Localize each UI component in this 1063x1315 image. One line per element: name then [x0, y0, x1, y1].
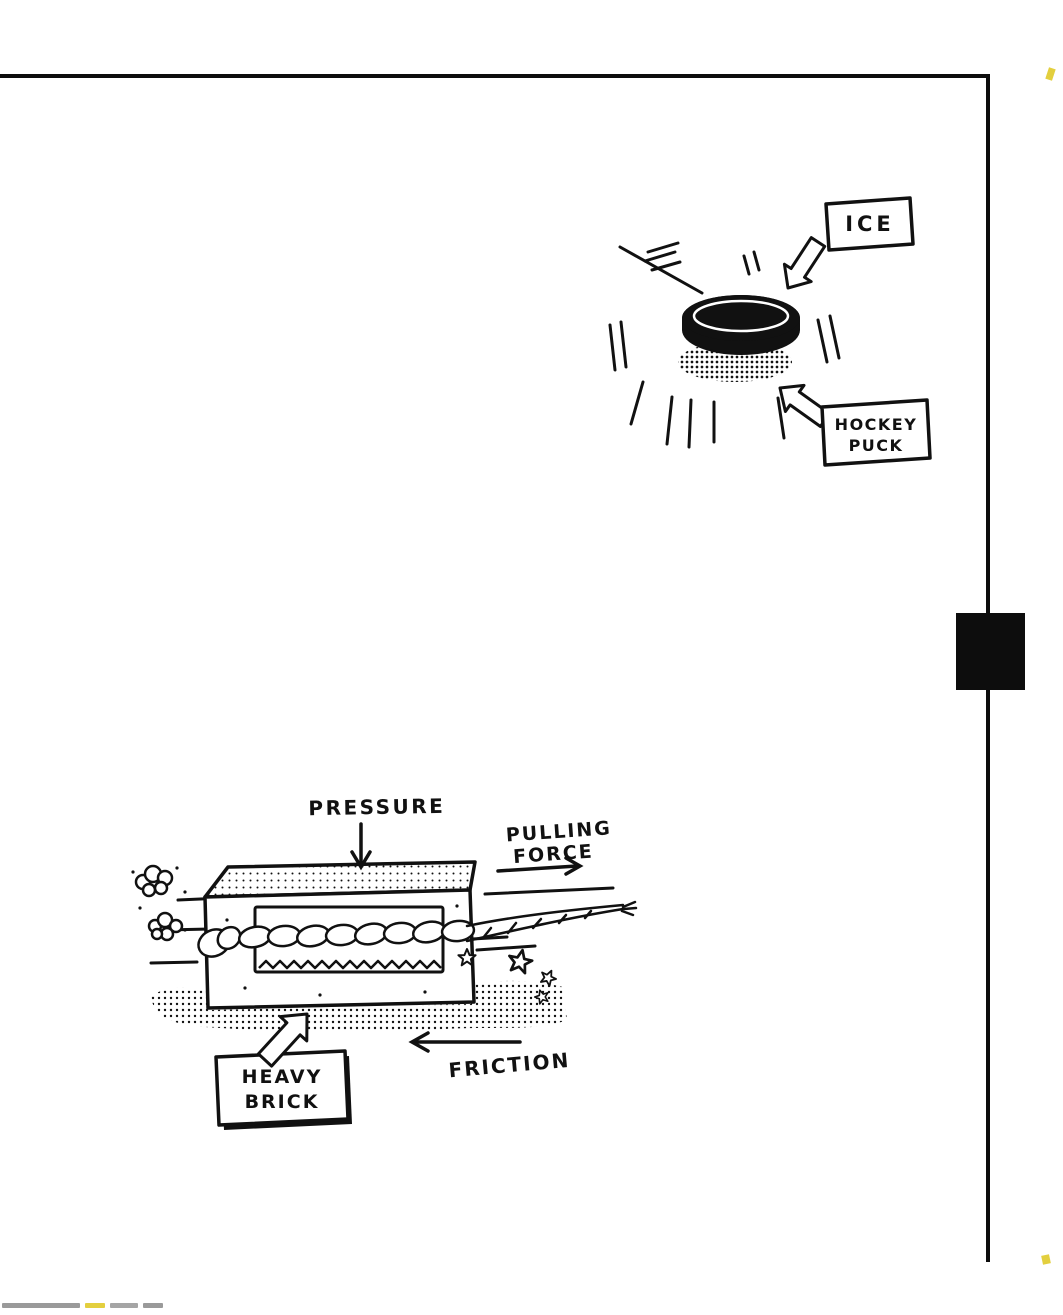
brick-illustration: [203, 860, 477, 1010]
heavy-brick-callout: HEAVY BRICK: [214, 1049, 352, 1130]
hockey-puck-callout: HOCKEY PUCK: [820, 398, 932, 467]
heavy-brick-label-line2: BRICK: [245, 1091, 320, 1113]
ground-stipple: [151, 980, 567, 1032]
footer-smudge-highlight: [85, 1302, 105, 1308]
friction-label: FRICTION: [448, 1048, 572, 1083]
heavy-brick-callout-arrow-icon: [256, 1012, 309, 1068]
brick-hatch: [258, 959, 442, 970]
dust-puffs: [131, 864, 187, 942]
ice-callout-arrow-icon: [782, 236, 827, 290]
hockey-puck-label-line2: PUCK: [849, 436, 904, 455]
friction-brick-figure: PRESSURE PULLING FORCE FRICTION HEAVY BR…: [131, 794, 638, 1130]
footer-smudge: [2, 1301, 163, 1309]
footer-smudge-mark: [143, 1302, 163, 1308]
hockey-puck-label-line1: HOCKEY: [835, 415, 918, 434]
friction-sparks: [457, 948, 557, 1005]
pressure-label: PRESSURE: [308, 794, 445, 820]
chapter-tab: [956, 613, 1025, 690]
footer-smudge-mark: [2, 1302, 80, 1308]
rope-illustration: [197, 900, 638, 958]
hockey-puck-figure: ICE HOCKEY PUCK: [608, 196, 932, 467]
edge-highlight-mark-bottom: [1041, 1254, 1051, 1265]
ice-label: ICE: [845, 212, 895, 236]
pressure-arrow-icon: [350, 822, 372, 871]
hockey-puck-illustration: [682, 295, 800, 355]
brick-speckles: [225, 904, 459, 997]
heavy-brick-label-line1: HEAVY: [242, 1066, 323, 1088]
page-top-rule: [0, 74, 990, 78]
edge-highlight-mark-top: [1045, 67, 1056, 81]
motion-lines: [608, 241, 841, 449]
ice-callout: ICE: [824, 196, 915, 252]
pulling-force-arrow-icon: [496, 856, 584, 876]
hockey-puck-callout-arrow-icon: [778, 383, 832, 428]
pulling-force-label: PULLING FORCE: [505, 817, 612, 868]
pulling-force-line2: FORCE: [512, 840, 594, 868]
footer-smudge-mark: [110, 1302, 138, 1308]
friction-arrow-icon: [408, 1031, 522, 1053]
puck-top-highlight: [692, 299, 790, 333]
